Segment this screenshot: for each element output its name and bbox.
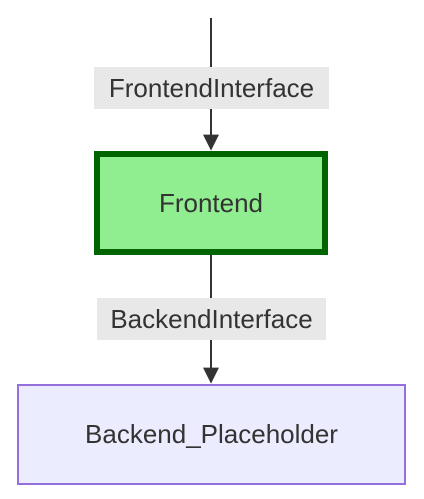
node-backend-placeholder: Backend_Placeholder bbox=[17, 384, 406, 485]
edge-label-frontend-interface: FrontendInterface bbox=[94, 67, 329, 109]
node-frontend-label: Frontend bbox=[158, 187, 264, 218]
node-backend-placeholder-label: Backend_Placeholder bbox=[85, 419, 338, 449]
node-frontend: Frontend bbox=[94, 151, 328, 255]
edge-label-backend-interface: BackendInterface bbox=[97, 298, 326, 340]
